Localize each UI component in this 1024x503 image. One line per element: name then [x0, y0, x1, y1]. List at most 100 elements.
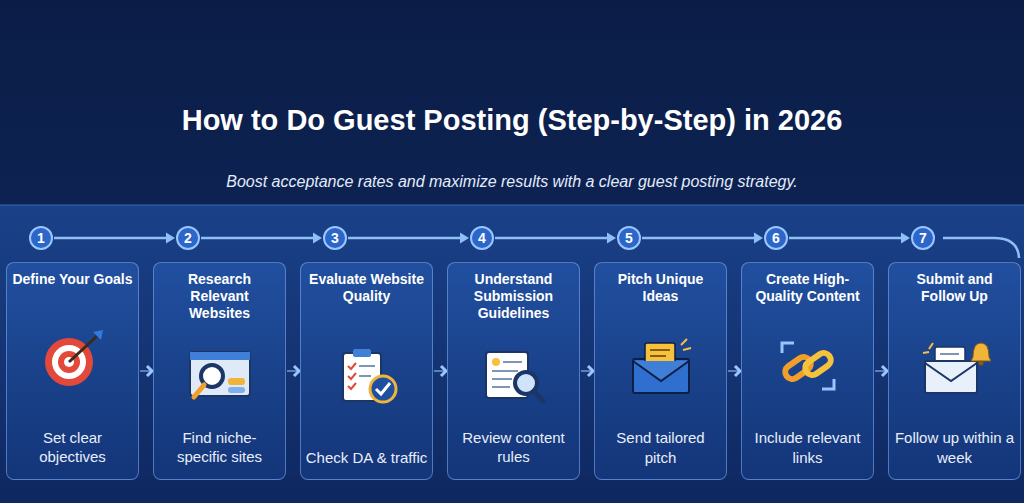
- diagram-title: How to Do Guest Posting (Step-by-Step) i…: [20, 104, 1004, 137]
- svg-line: [495, 237, 608, 240]
- step-description: Find niche-specific sites: [158, 428, 281, 467]
- step-arrow: [495, 233, 616, 244]
- svg-polygon: [460, 233, 469, 244]
- step-heading: Evaluate Website Quality: [305, 271, 428, 305]
- panel-chevron: [287, 366, 299, 376]
- svg-line: [789, 237, 902, 240]
- step-heading: Create High-Quality Content: [746, 271, 869, 305]
- svg-polygon: [607, 233, 616, 244]
- panel-chevron: [140, 366, 152, 376]
- step-number-circle: 2: [176, 226, 200, 250]
- step-number: 2: [184, 230, 192, 246]
- svg-polyline: [348, 383, 356, 389]
- svg-polygon: [166, 233, 175, 244]
- step-number: 4: [478, 230, 486, 246]
- svg-line: [581, 370, 592, 372]
- svg-rect: [633, 359, 689, 393]
- step-panel: Understand Submission Guidelines Review …: [447, 262, 580, 480]
- svg-line: [650, 355, 666, 357]
- svg-circle: [370, 376, 396, 402]
- step-description: Send tailored pitch: [599, 428, 722, 467]
- step-number: 7: [919, 230, 927, 246]
- svg-line: [434, 370, 445, 372]
- svg-polyline: [633, 361, 689, 381]
- svg-line: [534, 391, 543, 401]
- svg-polygon: [93, 330, 103, 340]
- svg-line: [0, 204, 1024, 206]
- step-number-circle: 5: [617, 226, 641, 250]
- svg-polyline: [376, 383, 390, 394]
- svg-polygon: [754, 233, 763, 244]
- svg-line: [923, 352, 929, 353]
- svg-rect: [353, 349, 371, 357]
- step-number-circle: 4: [470, 226, 494, 250]
- svg-rect: [0, 205, 1024, 503]
- svg-polygon: [313, 233, 322, 244]
- svg-polyline: [822, 379, 834, 389]
- step-number-circle: 3: [323, 226, 347, 250]
- step-number: 6: [772, 230, 780, 246]
- svg-line: [728, 370, 739, 372]
- step-arrow: [54, 233, 175, 244]
- submit-envelope-icon: [919, 335, 991, 397]
- step-number-circle: 1: [29, 226, 53, 250]
- svg-line: [69, 336, 97, 362]
- target-icon: [37, 327, 109, 389]
- svg-polyline: [925, 363, 977, 381]
- svg-line: [492, 370, 518, 372]
- svg-line: [140, 370, 151, 372]
- panel-chevron: [875, 366, 887, 376]
- svg-circle: [492, 358, 500, 366]
- step-panel: Define Your Goals Set clear objectives: [6, 262, 139, 480]
- svg-line: [492, 378, 512, 380]
- svg-rect: [228, 387, 245, 393]
- svg-line: [503, 361, 522, 363]
- step-panel: Create High-Quality Content Include rele…: [741, 262, 874, 480]
- step-heading: Submit and Follow Up: [893, 271, 1016, 305]
- svg-polyline: [294, 366, 299, 376]
- svg-polyline: [441, 366, 446, 376]
- step-arrow: [201, 233, 322, 244]
- step-arrow: [348, 233, 469, 244]
- svg-line: [359, 375, 371, 377]
- svg-path: [943, 238, 1019, 258]
- step-description: Include relevant links: [746, 428, 869, 467]
- step-heading: Define Your Goals: [11, 271, 134, 288]
- step-number: 5: [625, 230, 633, 246]
- svg-line: [683, 348, 691, 350]
- research-icon: [184, 344, 256, 406]
- panel-chevron: [728, 366, 740, 376]
- svg-polyline: [147, 366, 152, 376]
- svg-polyline: [588, 366, 593, 376]
- subtitle-text: Boost acceptance rates and maximize resu…: [40, 173, 984, 191]
- pitch-envelope-icon: [625, 335, 697, 397]
- svg-line: [492, 386, 510, 388]
- svg-line: [940, 353, 959, 355]
- svg-rect: [802, 351, 833, 379]
- svg-line: [359, 365, 375, 367]
- svg-rect: [190, 352, 250, 396]
- svg-line: [642, 237, 755, 240]
- svg-line: [875, 370, 886, 372]
- step-number: 3: [331, 230, 339, 246]
- svg-polyline: [735, 366, 740, 376]
- step-panel: Submit and Follow Up Follow up within a …: [888, 262, 1021, 480]
- step-arrow: [789, 233, 910, 244]
- svg-line: [681, 339, 687, 345]
- step-heading: Understand Submission Guidelines: [452, 271, 575, 321]
- svg-circle: [978, 361, 983, 366]
- step-description: Set clear objectives: [11, 428, 134, 467]
- svg-rect: [925, 361, 977, 393]
- svg-polyline: [782, 343, 794, 353]
- svg-rect: [228, 378, 245, 385]
- svg-rect: [190, 352, 250, 360]
- step-panel: Evaluate Website Quality Check DA & traf…: [300, 262, 433, 480]
- svg-polyline: [882, 366, 887, 376]
- panel-chevron: [581, 366, 593, 376]
- svg-line: [287, 370, 298, 372]
- svg-polyline: [348, 373, 356, 379]
- step-description: Follow up within a week: [893, 428, 1016, 467]
- step-panel: Research Relevant Websites Find niche-sp…: [153, 262, 286, 480]
- step-description: Review content rules: [452, 428, 575, 467]
